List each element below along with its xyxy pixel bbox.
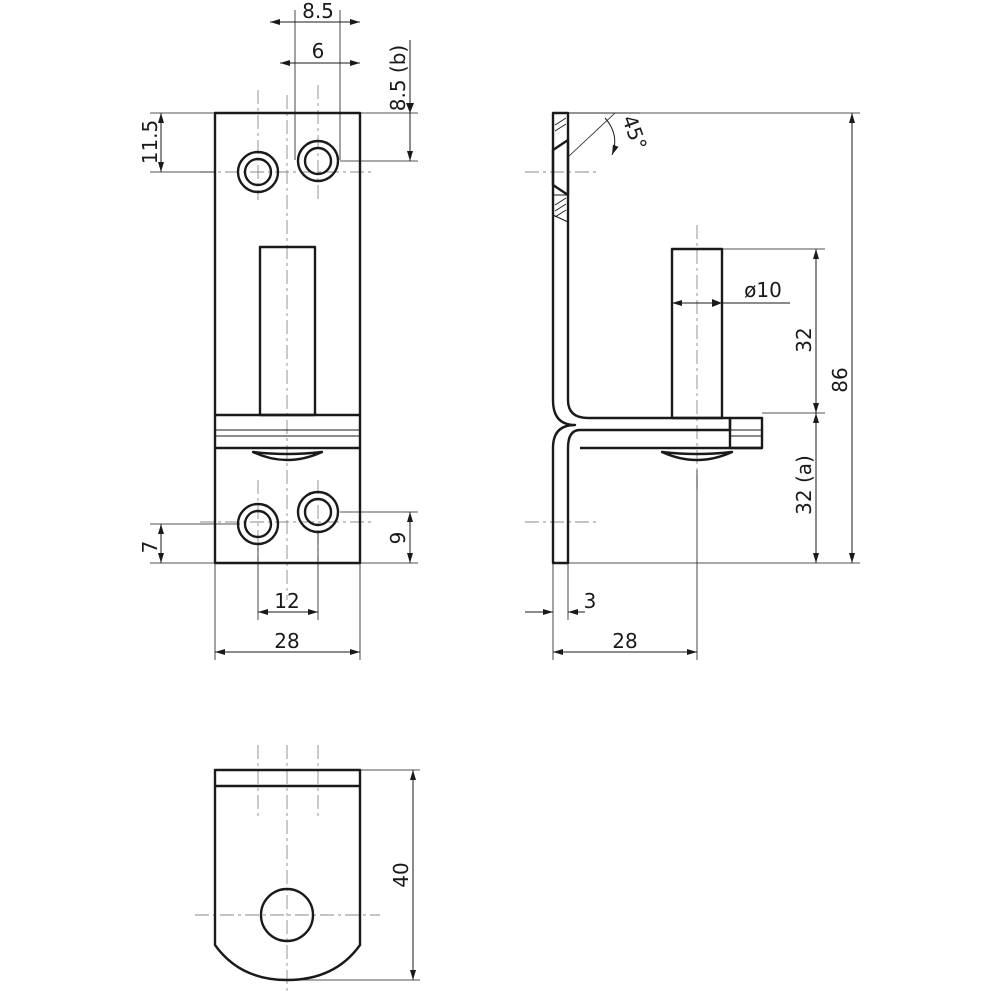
dim-label-11-5: 11.5 xyxy=(138,120,162,165)
dim-arc-45 xyxy=(604,117,619,156)
dim-label-45: 45° xyxy=(617,112,652,154)
dim-label-9: 9 xyxy=(386,532,410,545)
dim-label-7: 7 xyxy=(138,541,162,554)
bottom-view: 40 xyxy=(195,745,420,995)
dim-label-28-side: 28 xyxy=(612,629,637,653)
mounting-hole-upper-right xyxy=(296,139,340,183)
dim-label-40: 40 xyxy=(389,862,413,887)
dim-label-32-pin: 32 xyxy=(792,327,816,352)
pin xyxy=(670,247,724,420)
mounting-hole-upper-left xyxy=(236,150,280,194)
side-plate-outline xyxy=(551,111,732,565)
mounting-hole-lower-right xyxy=(296,490,340,534)
side-view: 45° ø10 32 32 (a) 86 3 28 xyxy=(525,111,860,660)
bottom-plate-outline xyxy=(213,768,362,982)
dim-label-32a: 32 (a) xyxy=(792,455,816,515)
knuckle-end xyxy=(728,416,764,450)
front-slot xyxy=(258,245,317,417)
side-knuckle-lens xyxy=(660,450,734,462)
dim-label-3: 3 xyxy=(584,589,597,613)
countersink-section xyxy=(551,117,570,223)
dim-label-86: 86 xyxy=(828,367,852,392)
dim-label-28-front: 28 xyxy=(274,629,299,653)
dim-label-pin-diameter: ø10 xyxy=(744,278,782,302)
dim-label-8-5b: 8.5 (b) xyxy=(386,45,410,111)
bottom-pin-hole xyxy=(259,887,315,943)
dim-label-12: 12 xyxy=(274,589,299,613)
dim-label-8-5-top: 8.5 xyxy=(302,0,334,23)
front-view: 8.5 6 11.5 8.5 (b) 7 9 12 xyxy=(138,0,418,660)
dim-label-6: 6 xyxy=(312,39,325,63)
knuckle-lens xyxy=(251,450,324,462)
front-plate-outline xyxy=(213,111,362,565)
